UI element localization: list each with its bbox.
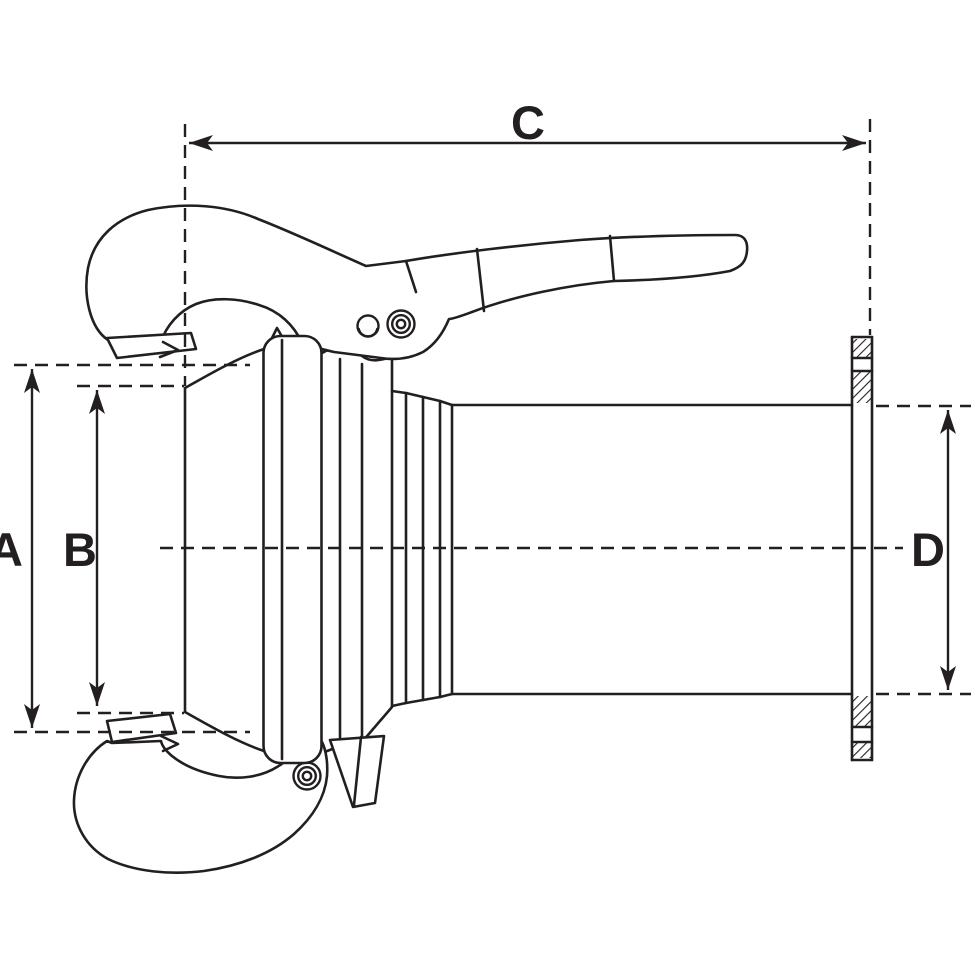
dimension-c-label: C (511, 96, 545, 149)
flange-hatch-bottom-outer (853, 743, 871, 758)
upper-hook-catch-tip (158, 340, 180, 359)
lever-segment-line (404, 259, 418, 294)
flange-hatch-top-inner (853, 372, 871, 403)
pipe-barrel (450, 403, 854, 696)
end-flange (850, 335, 874, 762)
lower-pivot-pin (292, 761, 322, 791)
lower-hook-catch-tip (159, 734, 180, 753)
upper-pivot-pin (356, 309, 416, 339)
extension-lines (14, 119, 971, 734)
lever-segment-line (608, 234, 616, 283)
upper-clamp-lever (85, 204, 749, 361)
body-ribs (320, 347, 394, 755)
upper-hook-catch-flap (105, 331, 198, 360)
dimension-b: B (63, 390, 105, 706)
dimension-a: A (0, 369, 40, 728)
dimension-annotations: C A B D (0, 96, 971, 734)
lever-segment-line (475, 247, 486, 313)
dimension-c: C (189, 96, 866, 151)
flange-hatch-top-outer (853, 339, 871, 357)
clamp-ring-collar (262, 326, 323, 765)
socket-bell (183, 347, 266, 753)
dimension-d: D (911, 410, 956, 690)
dimension-b-label: B (63, 523, 97, 576)
dimension-d-label: D (911, 523, 945, 576)
lower-hook-catch-flap (105, 712, 178, 744)
coupling-body (72, 204, 874, 874)
flange-hatch-bottom-inner (853, 696, 871, 726)
lower-clamp-hook (72, 712, 386, 874)
dimension-a-label: A (0, 523, 23, 576)
